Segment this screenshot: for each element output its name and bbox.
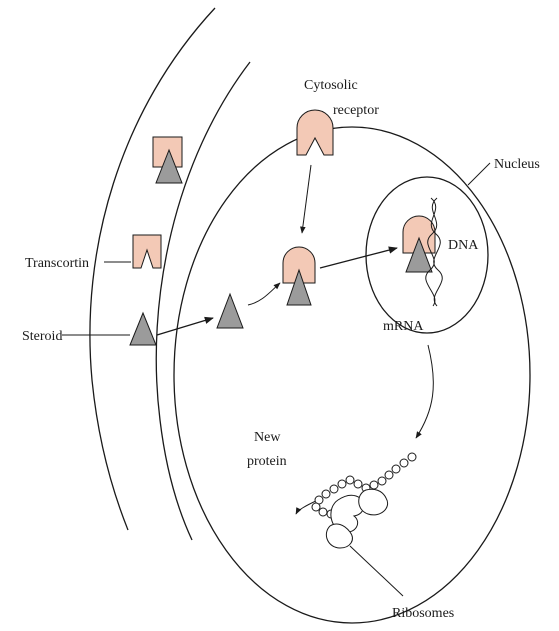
transcortin-shape bbox=[133, 235, 161, 268]
ribosomes-leader bbox=[350, 546, 403, 596]
label-nucleus: Nucleus bbox=[494, 157, 540, 172]
transcortin-steroid-complex bbox=[153, 137, 182, 183]
label-protein: protein bbox=[247, 454, 287, 469]
nucleus-leader bbox=[468, 163, 490, 185]
receptor-down-arrow bbox=[302, 165, 311, 233]
label-cytosolic: Cytosolic bbox=[304, 78, 358, 93]
nuclear-complex bbox=[403, 216, 435, 272]
cell-body bbox=[174, 127, 530, 623]
label-dna: DNA bbox=[448, 238, 479, 253]
steroid-entry-arrow bbox=[157, 318, 213, 335]
steroid-triangle-cytoplasm bbox=[217, 294, 243, 328]
transcortin-free bbox=[133, 235, 161, 268]
label-transcortin: Transcortin bbox=[25, 256, 89, 271]
mrna-to-ribosome-arrow bbox=[416, 345, 433, 438]
complex-to-nucleus-arrow bbox=[320, 248, 397, 268]
label-new: New bbox=[254, 430, 281, 445]
inner-membrane-line bbox=[156, 62, 250, 540]
steroid-to-receptor-arrow bbox=[248, 283, 280, 305]
label-receptor: receptor bbox=[333, 103, 379, 118]
receptor-steroid-complex bbox=[283, 247, 315, 305]
ribosomes bbox=[326, 489, 387, 548]
label-steroid: Steroid bbox=[22, 329, 62, 344]
nucleus bbox=[366, 177, 488, 333]
label-ribosomes: Ribosomes bbox=[392, 606, 454, 621]
outer-membrane-line bbox=[90, 8, 215, 530]
steroid-triangle-membrane bbox=[130, 313, 156, 345]
cytosolic-receptor-shape bbox=[297, 110, 333, 155]
label-mrna: mRNA bbox=[383, 319, 424, 334]
